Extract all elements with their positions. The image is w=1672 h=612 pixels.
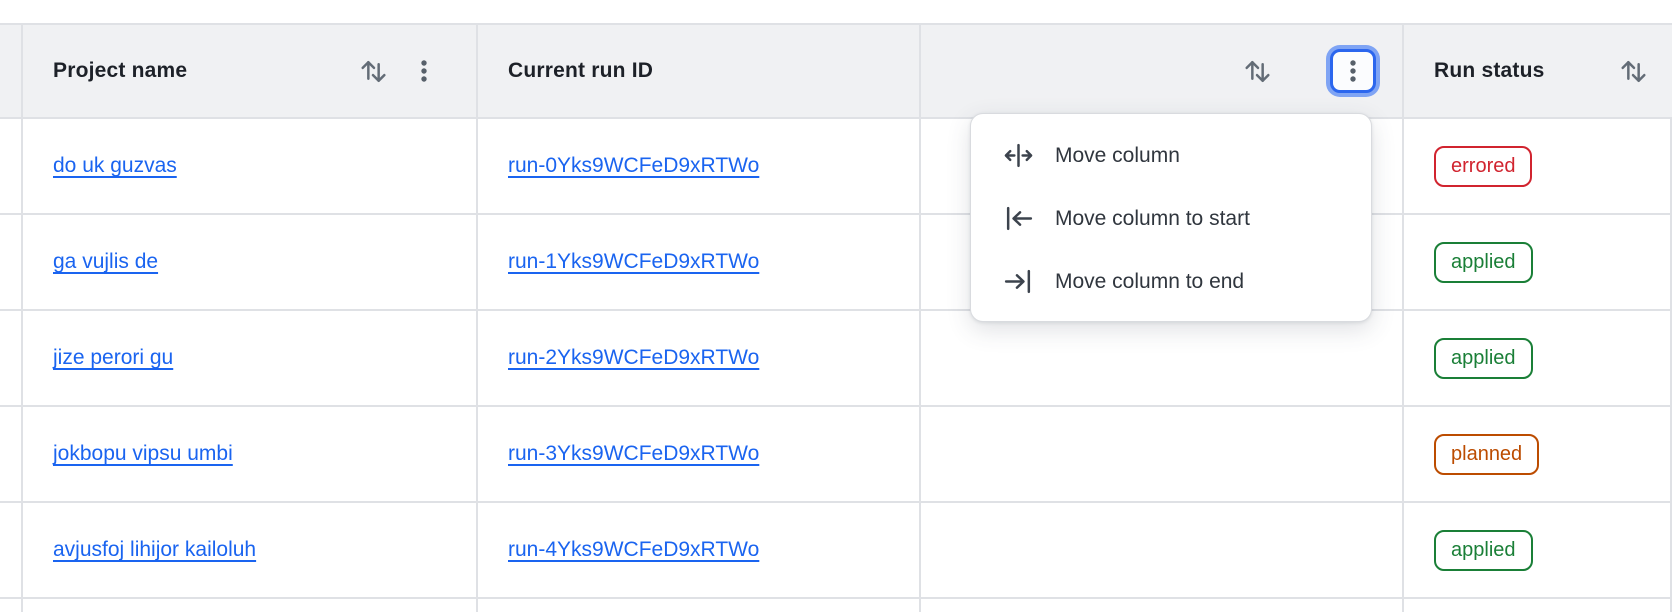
run-id-link[interactable]: run-3Yks9WCFeD9xRTWo [508, 442, 760, 465]
move-column-to-start-icon [1003, 203, 1034, 234]
sort-icon[interactable] [1241, 55, 1274, 88]
move-column-icon [1003, 140, 1034, 171]
move-column-to-end-icon [1003, 266, 1034, 297]
column-title-run-status: Run status [1434, 59, 1545, 82]
kebab-icon[interactable] [414, 54, 434, 88]
project-name-link[interactable]: ga vujlis de [53, 250, 159, 273]
sort-icon[interactable] [357, 55, 390, 88]
status-badge: errored [1434, 145, 1533, 187]
status-badge: applied [1434, 529, 1533, 571]
table-body: do uk guzvas run-0Yks9WCFeD9xRTWo errore… [0, 119, 1672, 599]
status-badge: applied [1434, 337, 1533, 379]
menu-item-move-column-to-end[interactable]: Move column to end [971, 250, 1371, 313]
run-id-link[interactable]: run-0Yks9WCFeD9xRTWo [508, 154, 760, 177]
status-badge: planned [1434, 433, 1540, 475]
header-cell-unlabeled [921, 25, 1404, 117]
status-badge: applied [1434, 241, 1533, 283]
project-name-link[interactable]: jokbopu vipsu umbi [53, 442, 233, 465]
column-title-current-run-id: Current run ID [508, 59, 654, 82]
table-header-row: Project name Current run ID Run status [0, 25, 1672, 119]
column-title-project-name: Project name [53, 59, 188, 82]
column-options-menu: Move column Move column to start Move co… [970, 113, 1372, 322]
project-name-link[interactable]: jize perori gu [53, 346, 174, 369]
table-row: avjusfoj lihijor kailoluh run-4Yks9WCFeD… [0, 503, 1672, 599]
run-id-link[interactable]: run-4Yks9WCFeD9xRTWo [508, 538, 760, 561]
run-id-link[interactable]: run-1Yks9WCFeD9xRTWo [508, 250, 760, 273]
table-row: jize perori gu run-2Yks9WCFeD9xRTWo appl… [0, 311, 1672, 407]
data-table: Project name Current run ID Run status [0, 23, 1672, 612]
project-name-link[interactable]: avjusfoj lihijor kailoluh [53, 538, 257, 561]
menu-item-label: Move column to start [1055, 206, 1250, 230]
header-cell-current-run-id: Current run ID [478, 25, 921, 117]
header-cell-run-status: Run status [1404, 25, 1672, 117]
menu-item-move-column[interactable]: Move column [971, 124, 1371, 187]
table-row: jokbopu vipsu umbi run-3Yks9WCFeD9xRTWo … [0, 407, 1672, 503]
table-row: ga vujlis de run-1Yks9WCFeD9xRTWo applie… [0, 215, 1672, 311]
menu-item-label: Move column to end [1055, 269, 1245, 293]
kebab-icon-focused[interactable] [1330, 49, 1376, 93]
sort-icon[interactable] [1617, 55, 1650, 88]
table-row-clipped [0, 599, 1672, 612]
table-row: do uk guzvas run-0Yks9WCFeD9xRTWo errore… [0, 119, 1672, 215]
header-cell-spacer [0, 25, 23, 117]
header-cell-project-name: Project name [23, 25, 478, 117]
run-id-link[interactable]: run-2Yks9WCFeD9xRTWo [508, 346, 760, 369]
menu-item-move-column-to-start[interactable]: Move column to start [971, 187, 1371, 250]
project-name-link[interactable]: do uk guzvas [53, 154, 177, 177]
menu-item-label: Move column [1055, 143, 1180, 167]
